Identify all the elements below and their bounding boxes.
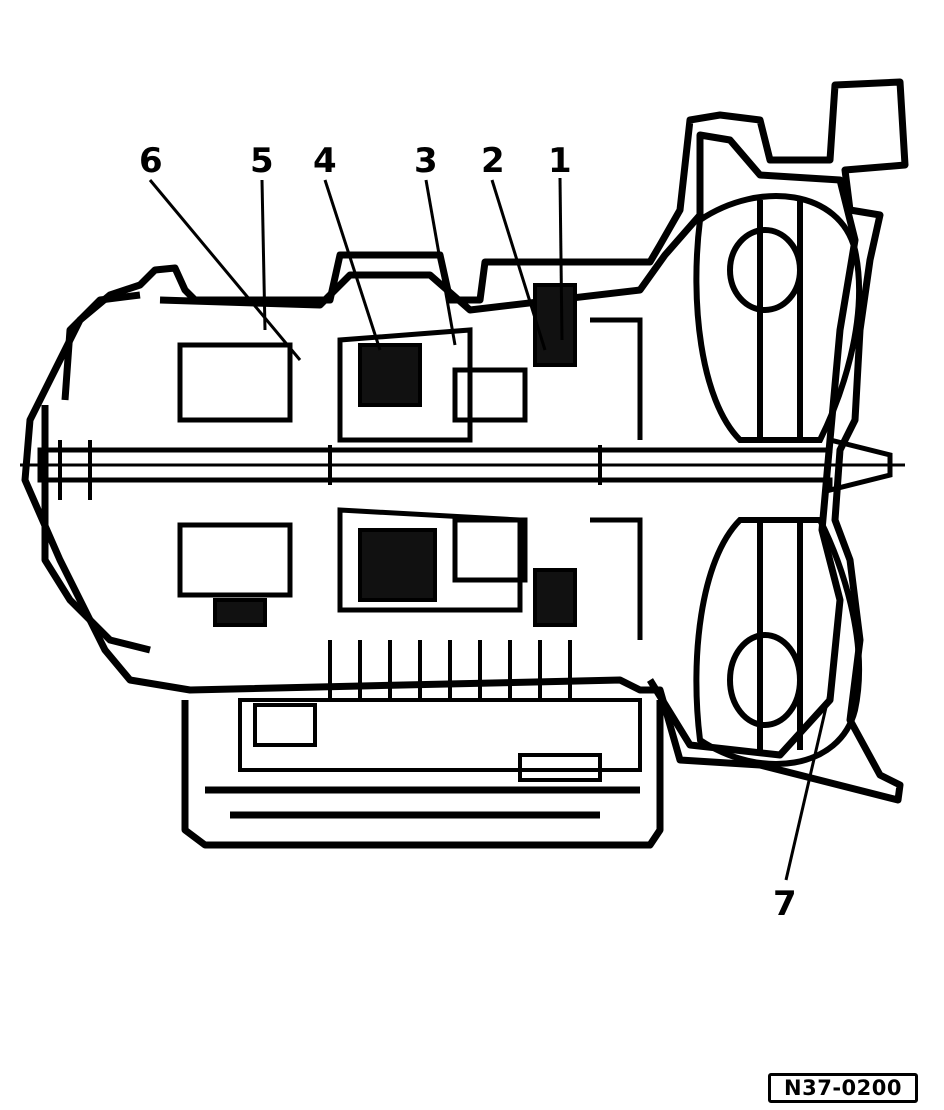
callout-4: 4 [313, 141, 337, 181]
leader-line-3 [424, 179, 457, 346]
callout-1: 1 [548, 141, 572, 181]
leader-line-7 [784, 689, 832, 881]
callout-6: 6 [139, 141, 163, 181]
leader-line-1 [558, 177, 564, 341]
leader-line-2 [490, 179, 547, 351]
torque-converter [693, 193, 863, 767]
valve-body [238, 640, 642, 782]
leader-lines [148, 177, 832, 881]
leader-line-6 [148, 179, 302, 361]
leader-line-4 [323, 179, 382, 351]
callout-7: 7 [773, 884, 797, 924]
callout-2: 2 [481, 141, 505, 181]
figure-reference-code: N37-0200 [768, 1073, 918, 1103]
main-shaft [20, 436, 905, 500]
callout-3: 3 [414, 141, 438, 181]
leader-line-5 [260, 179, 267, 331]
clutch-and-gear-sets [177, 283, 643, 640]
callout-5: 5 [250, 141, 274, 181]
callout-labels: 1 2 3 4 5 6 7 [139, 141, 797, 924]
